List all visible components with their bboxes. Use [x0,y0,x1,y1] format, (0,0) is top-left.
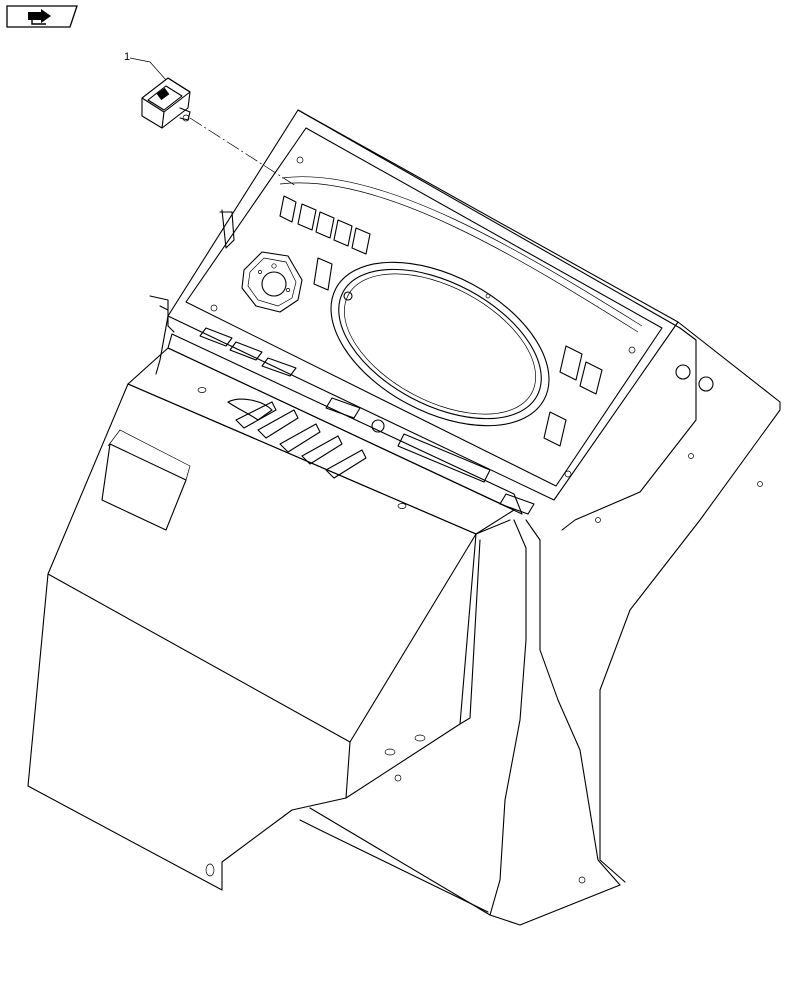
switch-strip [167,327,535,515]
callout-1: 1 [124,51,130,63]
front-shroud [27,347,515,891]
callout-leader [129,57,297,187]
switch-part [141,77,191,129]
dashboard-console [149,109,781,926]
page-turn-icon [28,9,51,25]
instrument-cluster [210,156,636,478]
nav-badge[interactable] [6,5,78,28]
